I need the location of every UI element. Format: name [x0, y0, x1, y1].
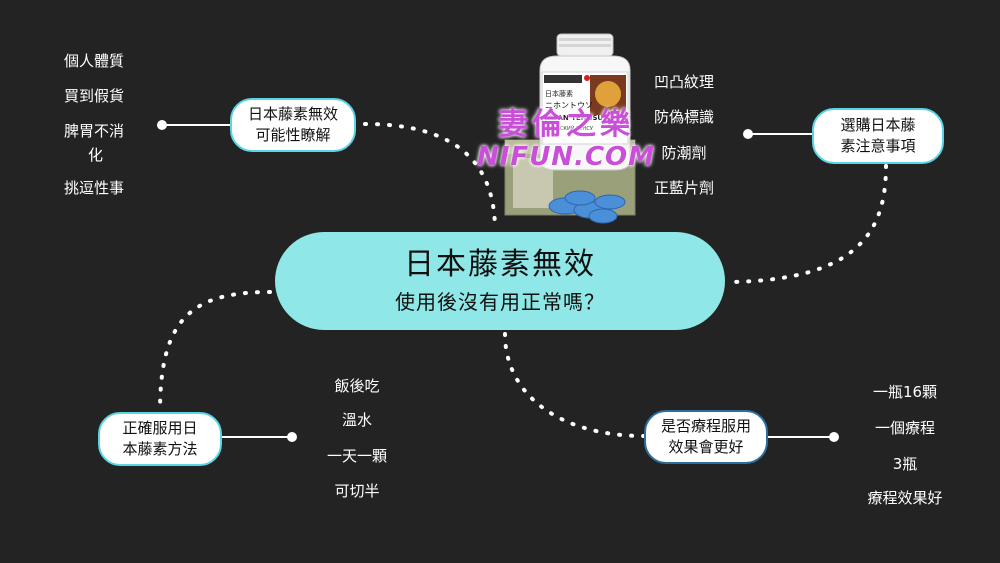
- center-title: 日本藤素無效: [404, 247, 596, 282]
- branch-course-line2: 效果會更好: [668, 438, 744, 456]
- product-bottle-image: 日本藤素 ニホントウソ JAPAN TENGSU ЯПОНСКИЙ ТЭНСУ: [504, 33, 636, 224]
- branch-usage: 正確服用日 本藤素方法: [98, 412, 222, 466]
- leaf-course-2: 一個療程: [874, 419, 936, 437]
- branch-usage-line2: 本藤素方法: [122, 440, 198, 458]
- leaf-buying-3: 防潮劑: [661, 144, 707, 162]
- leaf-dot-reasons: [157, 120, 167, 130]
- watermark-cn: 妻倫之樂: [498, 107, 634, 142]
- branch-usage-line1: 正確服用日: [122, 419, 198, 437]
- leaf-usage-1: 飯後吃: [334, 377, 380, 395]
- center-topic: 日本藤素無效 使用後沒有用正常嗎？: [275, 232, 725, 330]
- leaf-dot-usage: [287, 432, 297, 442]
- connector-reasons: [363, 122, 497, 232]
- connector-buying: [728, 164, 888, 284]
- branch-buying-line2: 素注意事項: [840, 137, 916, 155]
- branch-buying-line1: 選購日本藤: [840, 116, 916, 134]
- leaf-reasons-2: 買到假貨: [64, 87, 125, 105]
- bottle-label-en: JAPAN TENGSU: [544, 114, 603, 122]
- leaf-usage-3: 一天一顆: [326, 447, 388, 465]
- leaf-reasons-4: 挑逗性事: [64, 179, 125, 197]
- leaf-buying-2: 防偽標識: [653, 108, 715, 126]
- center-subtitle: 使用後沒有用正常嗎？: [395, 290, 605, 314]
- branch-reasons: 日本藤素無效 可能性瞭解: [230, 98, 356, 152]
- leaf-dot-course: [829, 432, 839, 442]
- watermark: 妻倫之樂 NIFUN.COM: [476, 107, 656, 173]
- connector-course: [503, 332, 646, 438]
- leaf-course-3: 3瓶: [892, 455, 918, 473]
- leaf-course-1: 一瓶16顆: [872, 383, 938, 401]
- branch-reasons-line1: 日本藤素無效: [247, 105, 338, 123]
- leaf-buying-4: 正藍片劑: [653, 179, 715, 197]
- branch-reasons-line2: 可能性瞭解: [255, 126, 331, 144]
- connector-usage: [158, 290, 272, 414]
- leaf-usage-4: 可切半: [334, 482, 380, 500]
- branch-course: 是否療程服用 效果會更好: [644, 410, 768, 464]
- leaf-buying-1: 凹凸紋理: [653, 73, 715, 91]
- leaf-reasons-3: 脾胃不消 化: [64, 122, 125, 164]
- leaf-usage-2: 溫水: [341, 411, 373, 429]
- leaf-course-4: 療程效果好: [867, 489, 943, 507]
- bottle-label-ru: ЯПОНСКИЙ ТЭНСУ: [545, 125, 593, 132]
- bottle-label-cn: 日本藤素: [545, 89, 573, 98]
- branch-buying: 選購日本藤 素注意事項: [812, 108, 944, 164]
- watermark-en: NIFUN.COM: [477, 142, 655, 172]
- blue-pills: [548, 190, 626, 224]
- leaf-dot-buying: [743, 129, 753, 139]
- leaf-reasons-1: 個人體質: [64, 52, 125, 70]
- branch-course-line1: 是否療程服用: [660, 417, 751, 435]
- bottle-label-kana: ニホントウソ: [545, 101, 593, 110]
